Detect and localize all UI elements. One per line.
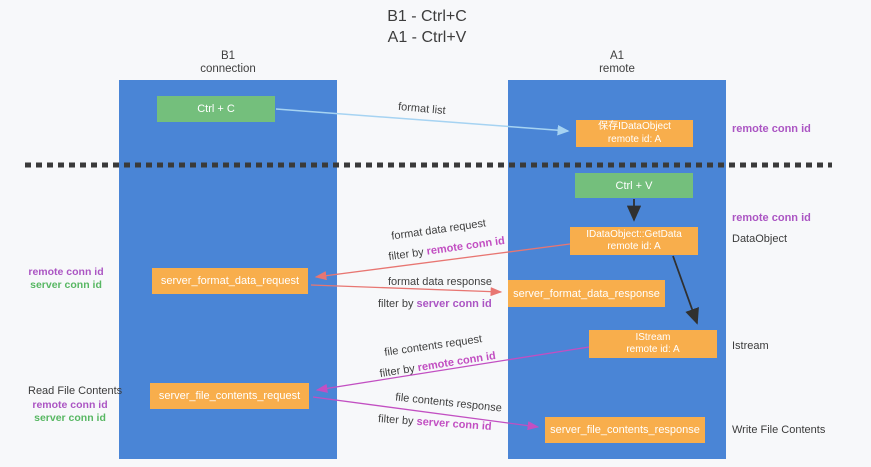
node-server-file-contents-response-label: server_file_contents_response (550, 424, 700, 436)
side-label-istream: Istream (732, 340, 769, 352)
side-label-remote-conn-id-top: remote conn id (732, 123, 811, 135)
node-server-format-data-response: server_format_data_response (508, 280, 665, 307)
remote-conn-id-label: remote conn id (28, 266, 104, 278)
filter-by-text: filter by (387, 245, 428, 264)
node-server-file-contents-response: server_file_contents_response (545, 417, 705, 443)
diagram-title: B1 - Ctrl+C A1 - Ctrl+V (327, 6, 527, 48)
server-conn-id-label: server conn id (34, 412, 106, 424)
side-label-conn-ids-format: remote conn id server conn id (24, 266, 108, 292)
side-label-write-file-contents: Write File Contents (732, 424, 826, 436)
node-ctrl-v-label: Ctrl + V (615, 179, 653, 192)
node-getdata-line2: remote id: A (607, 241, 661, 252)
server-conn-id-text: server conn id (416, 298, 492, 310)
lane-a1-name: A1 (609, 50, 625, 62)
lane-header-a1: A1 remote (508, 50, 726, 76)
node-ctrl-c: Ctrl + C (157, 96, 275, 122)
node-save-idataobject: 保存IDataObject remote id: A (576, 120, 693, 147)
node-getdata-line1: IDataObject::GetData (586, 228, 682, 240)
lane-a1-role: remote (599, 63, 635, 75)
node-istream: IStream remote id: A (589, 330, 717, 358)
edge-label-filter-server-1: filter by server conn id (378, 298, 492, 310)
node-ctrl-v: Ctrl + V (575, 173, 693, 198)
edge-label-format-data-response: format data response (388, 276, 492, 288)
node-istream-line1: IStream (635, 331, 671, 343)
lane-header-b1: B1 connection (119, 50, 337, 76)
node-istream-line2: remote id: A (626, 344, 680, 355)
edge-label-filter-server-2: filter by server conn id (378, 413, 492, 433)
filter-by-text: filter by (377, 413, 417, 428)
node-ctrl-c-label: Ctrl + C (197, 103, 235, 115)
title-line-1: B1 - Ctrl+C (387, 8, 467, 25)
node-server-format-data-request-label: server_format_data_request (160, 275, 300, 287)
node-server-format-data-response-label: server_format_data_response (513, 287, 660, 300)
remote-conn-id-text: remote conn id (425, 234, 506, 258)
filter-by-text: filter by (378, 298, 417, 310)
node-idataobject-getdata: IDataObject::GetData remote id: A (570, 227, 698, 255)
lane-b1-name: B1 (220, 50, 236, 62)
remote-conn-id-label: remote conn id (32, 399, 108, 411)
side-label-conn-ids-file: remote conn id server conn id (30, 399, 110, 425)
server-conn-id-label: server conn id (30, 279, 102, 291)
node-server-file-contents-request-label: server_file_contents_request (158, 390, 301, 402)
title-line-2: A1 - Ctrl+V (387, 29, 467, 46)
edge-label-file-contents-response: file contents response (394, 391, 503, 415)
node-server-file-contents-request: server_file_contents_request (150, 383, 309, 409)
lane-b1-role: connection (200, 63, 256, 75)
side-label-read-file-contents: Read File Contents (28, 385, 123, 397)
filter-by-text: filter by (378, 362, 419, 381)
side-label-remote-conn-id-mid: remote conn id (732, 212, 811, 224)
server-conn-id-text: server conn id (416, 415, 492, 433)
edge-label-format-list: format list (397, 100, 447, 118)
remote-conn-id-text: remote conn id (416, 349, 497, 375)
node-server-format-data-request: server_format_data_request (152, 268, 308, 294)
side-label-dataobject: DataObject (732, 233, 788, 245)
node-save-idataobject-line1: 保存IDataObject (598, 121, 671, 132)
node-save-idataobject-line2: remote id: A (607, 133, 662, 145)
